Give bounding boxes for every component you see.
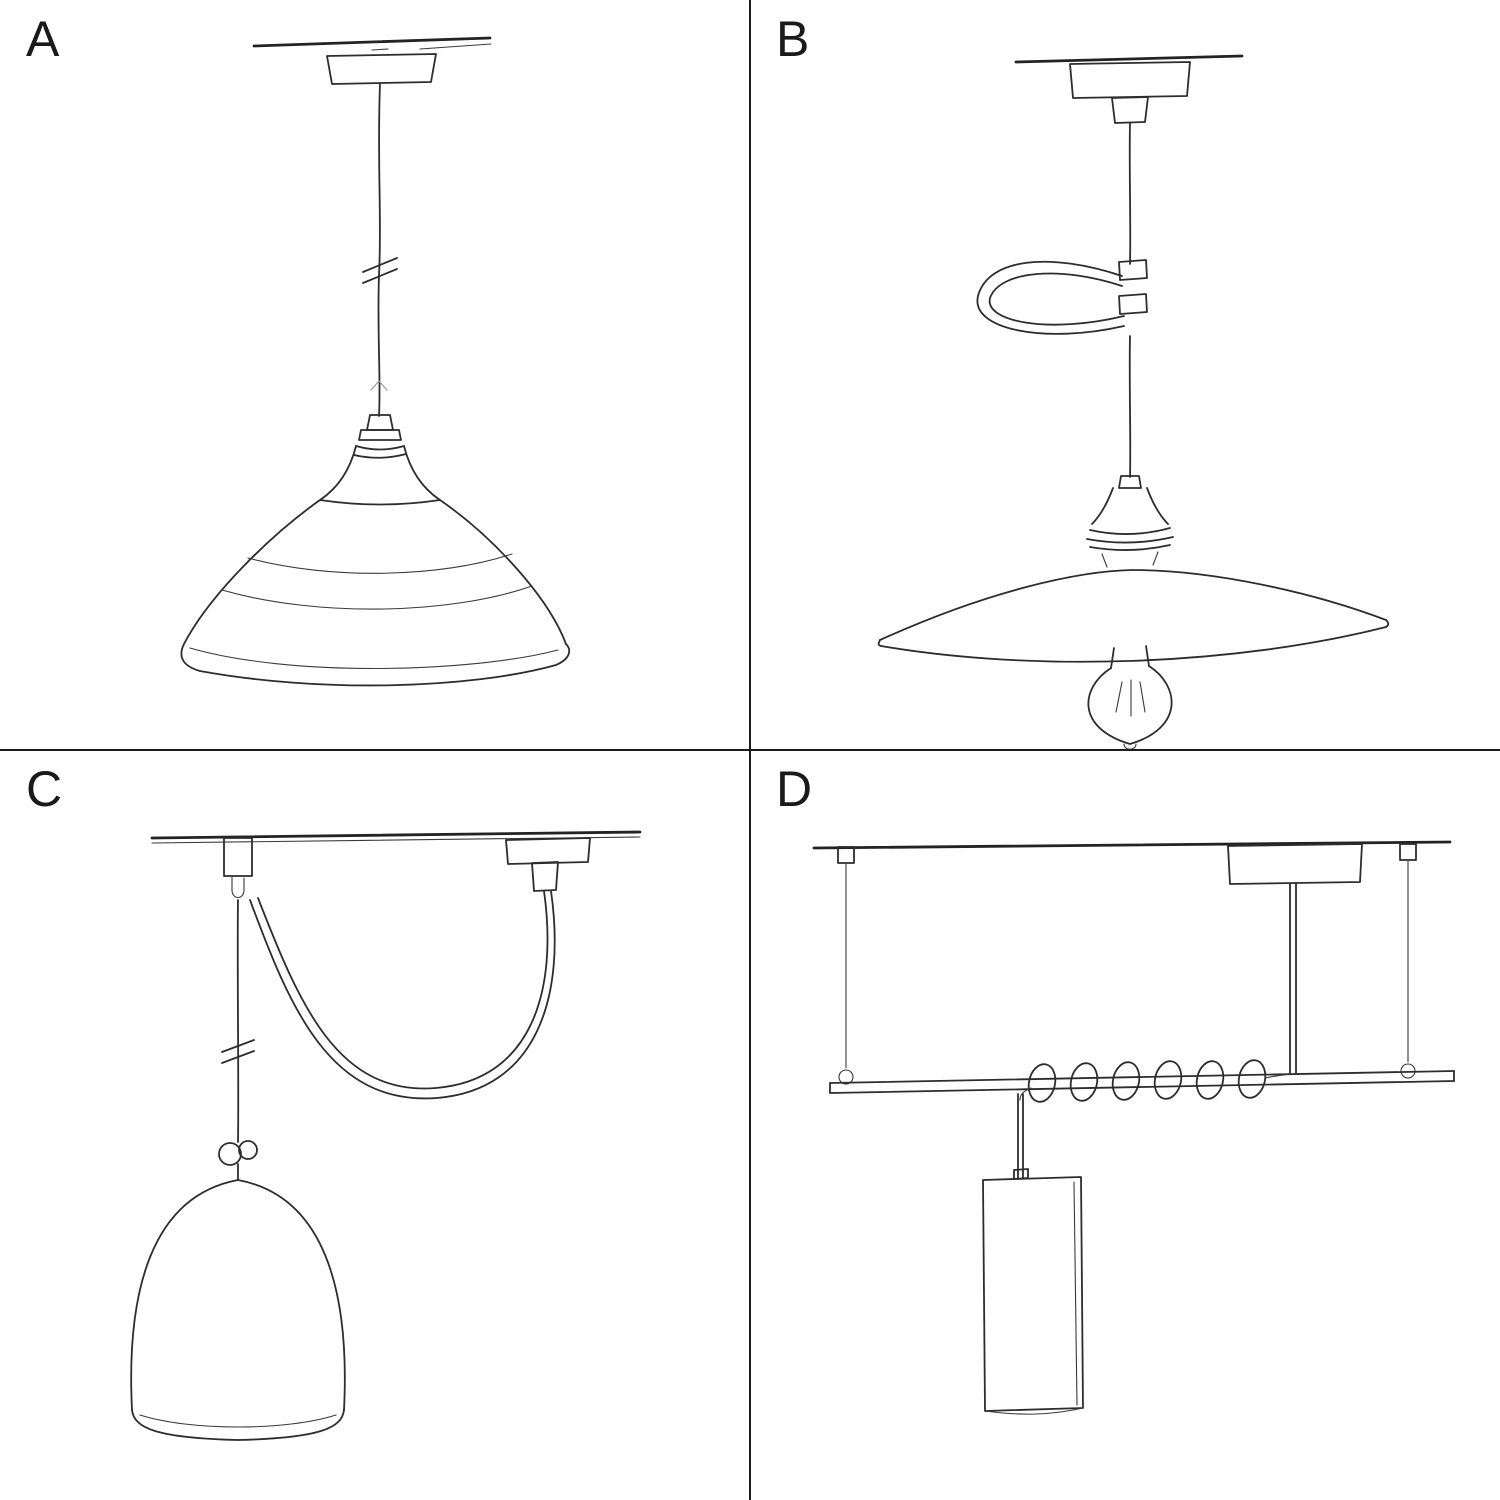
lamp-holder [1086,475,1174,568]
bar-suspension-tube-pendant-sketch [812,840,1455,1415]
panel-d-label: D [776,761,814,817]
central-drop-cable [1289,882,1297,1075]
cable-length-marks [221,1039,255,1064]
ceiling-rose [505,837,591,892]
flat-plate-shade [877,569,1390,663]
panel-c: C [0,750,750,1500]
cable-clip-with-loop [976,259,1148,335]
ceiling-rose [326,48,437,85]
ceiling-line [812,840,1452,850]
panel-b-label: B [776,11,811,67]
coiled-cable [1019,1059,1291,1103]
ceiling-rose [1069,61,1191,124]
cable-knot [218,1140,258,1181]
lamp-holder [319,414,441,501]
tube-pendant [982,1168,1084,1415]
panel-b: B [750,0,1500,750]
horizontal-divider [0,749,1500,751]
left-suspension-wire [837,846,855,1085]
horizontal-bar [829,1070,1455,1094]
bowl-shade [180,499,571,687]
ceiling-line [252,36,492,50]
right-suspension-wire [1399,843,1417,1079]
ceiling-hook [223,837,253,899]
pendant-cable [377,83,381,417]
swag-bell-shade-pendant-sketch [130,830,642,1441]
cable-length-marks [362,257,398,391]
light-bulb [1087,645,1173,750]
bell-shade [130,1179,346,1441]
panel-c-label: C [26,761,64,817]
panel-a-label: A [26,11,61,67]
pendant-drop-cable [1017,1093,1024,1179]
ceiling-line [1014,54,1244,64]
ceiling-rose [1227,843,1363,885]
flat-shade-bulb-pendant-sketch [877,54,1390,750]
pendant-cable [1128,122,1132,478]
panel-a: A [0,0,750,750]
panel-d: D [750,750,1500,1500]
drop-cable [236,899,240,1143]
swag-cable [249,890,556,1100]
bowl-shade-pendant-sketch [180,36,571,687]
